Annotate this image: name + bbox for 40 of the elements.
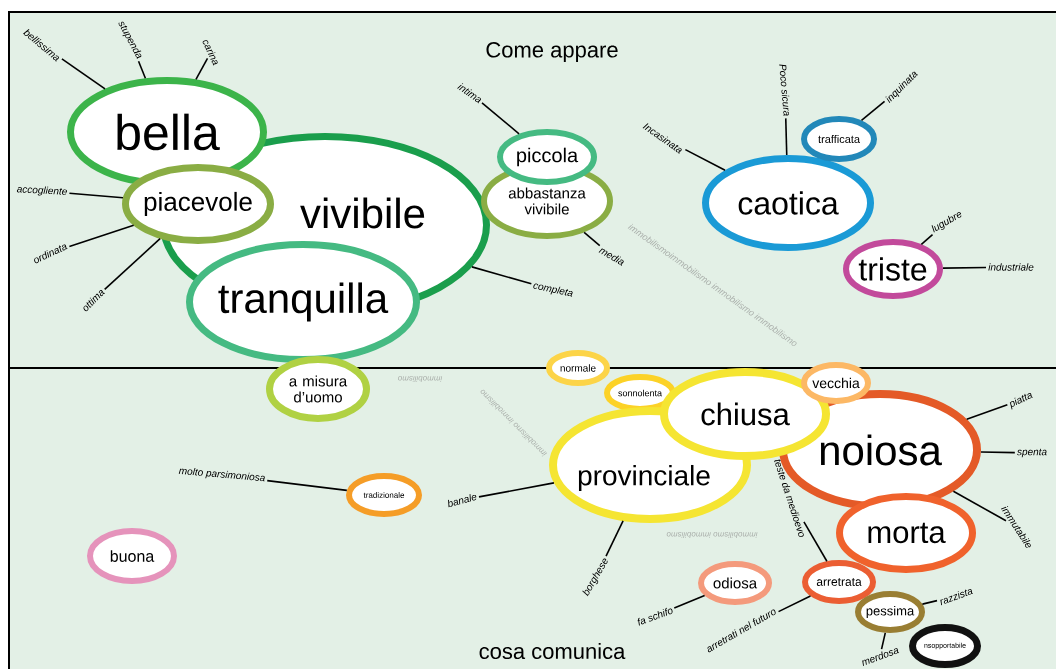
leader-line — [103, 237, 161, 291]
word-label: piatta — [1009, 393, 1033, 410]
leader-line — [784, 117, 788, 156]
word-label: carina — [202, 40, 218, 66]
word-label: accogliente — [16, 186, 67, 196]
leader-line — [860, 100, 886, 122]
leader-line — [777, 595, 812, 613]
word-label: industriale — [988, 263, 1034, 271]
leader-line — [195, 57, 209, 81]
word-label: molto parsimoniosa — [178, 467, 265, 482]
word-label: fa schifo — [637, 607, 673, 626]
heading: cosa comunica — [479, 642, 626, 660]
leader-line — [673, 594, 706, 609]
leader-line — [68, 192, 124, 199]
leader-line — [921, 599, 938, 605]
path-text: immobilismo immobilismo — [666, 532, 758, 538]
leader-line — [920, 233, 934, 246]
word-label: razzista — [940, 589, 974, 606]
leader-line — [965, 404, 1009, 421]
leader-line — [471, 266, 533, 285]
leader-line — [942, 266, 987, 269]
heading: Come appare — [486, 42, 618, 62]
word-label: spenta — [1017, 448, 1047, 458]
leader-line — [880, 632, 887, 650]
leader-line — [980, 451, 1016, 454]
leader-line — [68, 224, 135, 248]
word-label: completa — [533, 283, 573, 297]
leader-line — [137, 60, 147, 80]
word-label: banale — [448, 493, 477, 508]
leader-line — [478, 482, 555, 498]
leader-line — [61, 58, 106, 90]
leader-line — [803, 521, 828, 562]
leader-line — [684, 148, 726, 172]
leader-line — [605, 520, 624, 557]
leader-line — [266, 479, 348, 492]
leader-line — [481, 102, 520, 135]
path-text: immobilismo — [398, 376, 443, 382]
leader-line — [952, 490, 1007, 522]
leader-line — [583, 231, 601, 247]
word-label: Poco sicura — [779, 64, 790, 116]
